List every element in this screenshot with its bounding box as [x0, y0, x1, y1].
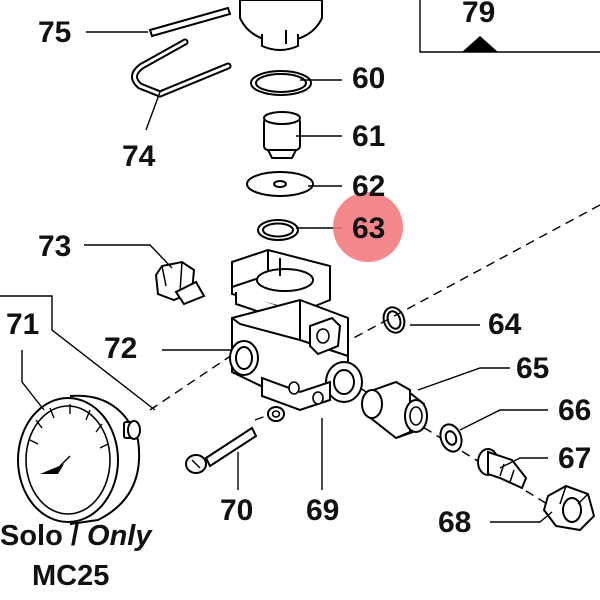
highlight-63: [333, 192, 403, 262]
part-number-71: 71: [6, 308, 39, 341]
part-number-69: 69: [306, 494, 339, 527]
hex-nut-68: [542, 484, 596, 532]
plunger-61: [263, 111, 301, 159]
part-number-75: 75: [38, 16, 71, 49]
valve-body-72: [229, 248, 363, 412]
part-number-61: 61: [352, 120, 385, 153]
caption-solo-only: Solo / Only: [0, 520, 153, 552]
o-ring-60: [250, 70, 312, 96]
assembly-axis-left: [149, 354, 233, 411]
part-number-74: 74: [122, 140, 156, 173]
box-79-arrow: [462, 36, 498, 52]
part-number-62: 62: [352, 170, 385, 203]
washer-69: [267, 406, 285, 422]
top-fitting: [239, 0, 323, 51]
part-number-67: 67: [558, 442, 591, 475]
part-number-63: 63: [352, 212, 385, 245]
assembly-axis-lower: [359, 387, 561, 513]
hose-barb-67: [477, 448, 528, 490]
box-71-frame: [0, 295, 156, 411]
caption-only: Only: [87, 520, 153, 552]
part-number-65: 65: [516, 352, 549, 385]
fitting-65: [361, 380, 428, 440]
part-number-68: 68: [438, 506, 471, 539]
pin-75: [148, 6, 232, 38]
washer-62: [246, 171, 314, 197]
part-number-79: 79: [462, 0, 495, 29]
u-clip-74: [131, 38, 232, 98]
caption-model: MC25: [32, 560, 109, 592]
plug-73: [154, 260, 206, 306]
o-ring-64: [382, 306, 406, 334]
o-ring-63: [257, 219, 299, 241]
caption-solo: Solo: [0, 520, 63, 552]
box-79-frame: [419, 0, 600, 53]
washer-66: [439, 423, 463, 453]
part-number-64: 64: [488, 308, 522, 341]
caption-slash: /: [63, 520, 87, 552]
pressure-gauge-71: [17, 394, 141, 525]
part-number-73: 73: [38, 230, 71, 263]
bolt-70: [185, 426, 258, 474]
part-number-66: 66: [558, 394, 591, 427]
part-number-60: 60: [352, 62, 385, 95]
leader-lines: [21, 31, 553, 523]
part-number-72: 72: [104, 332, 137, 365]
part-number-70: 70: [220, 494, 253, 527]
